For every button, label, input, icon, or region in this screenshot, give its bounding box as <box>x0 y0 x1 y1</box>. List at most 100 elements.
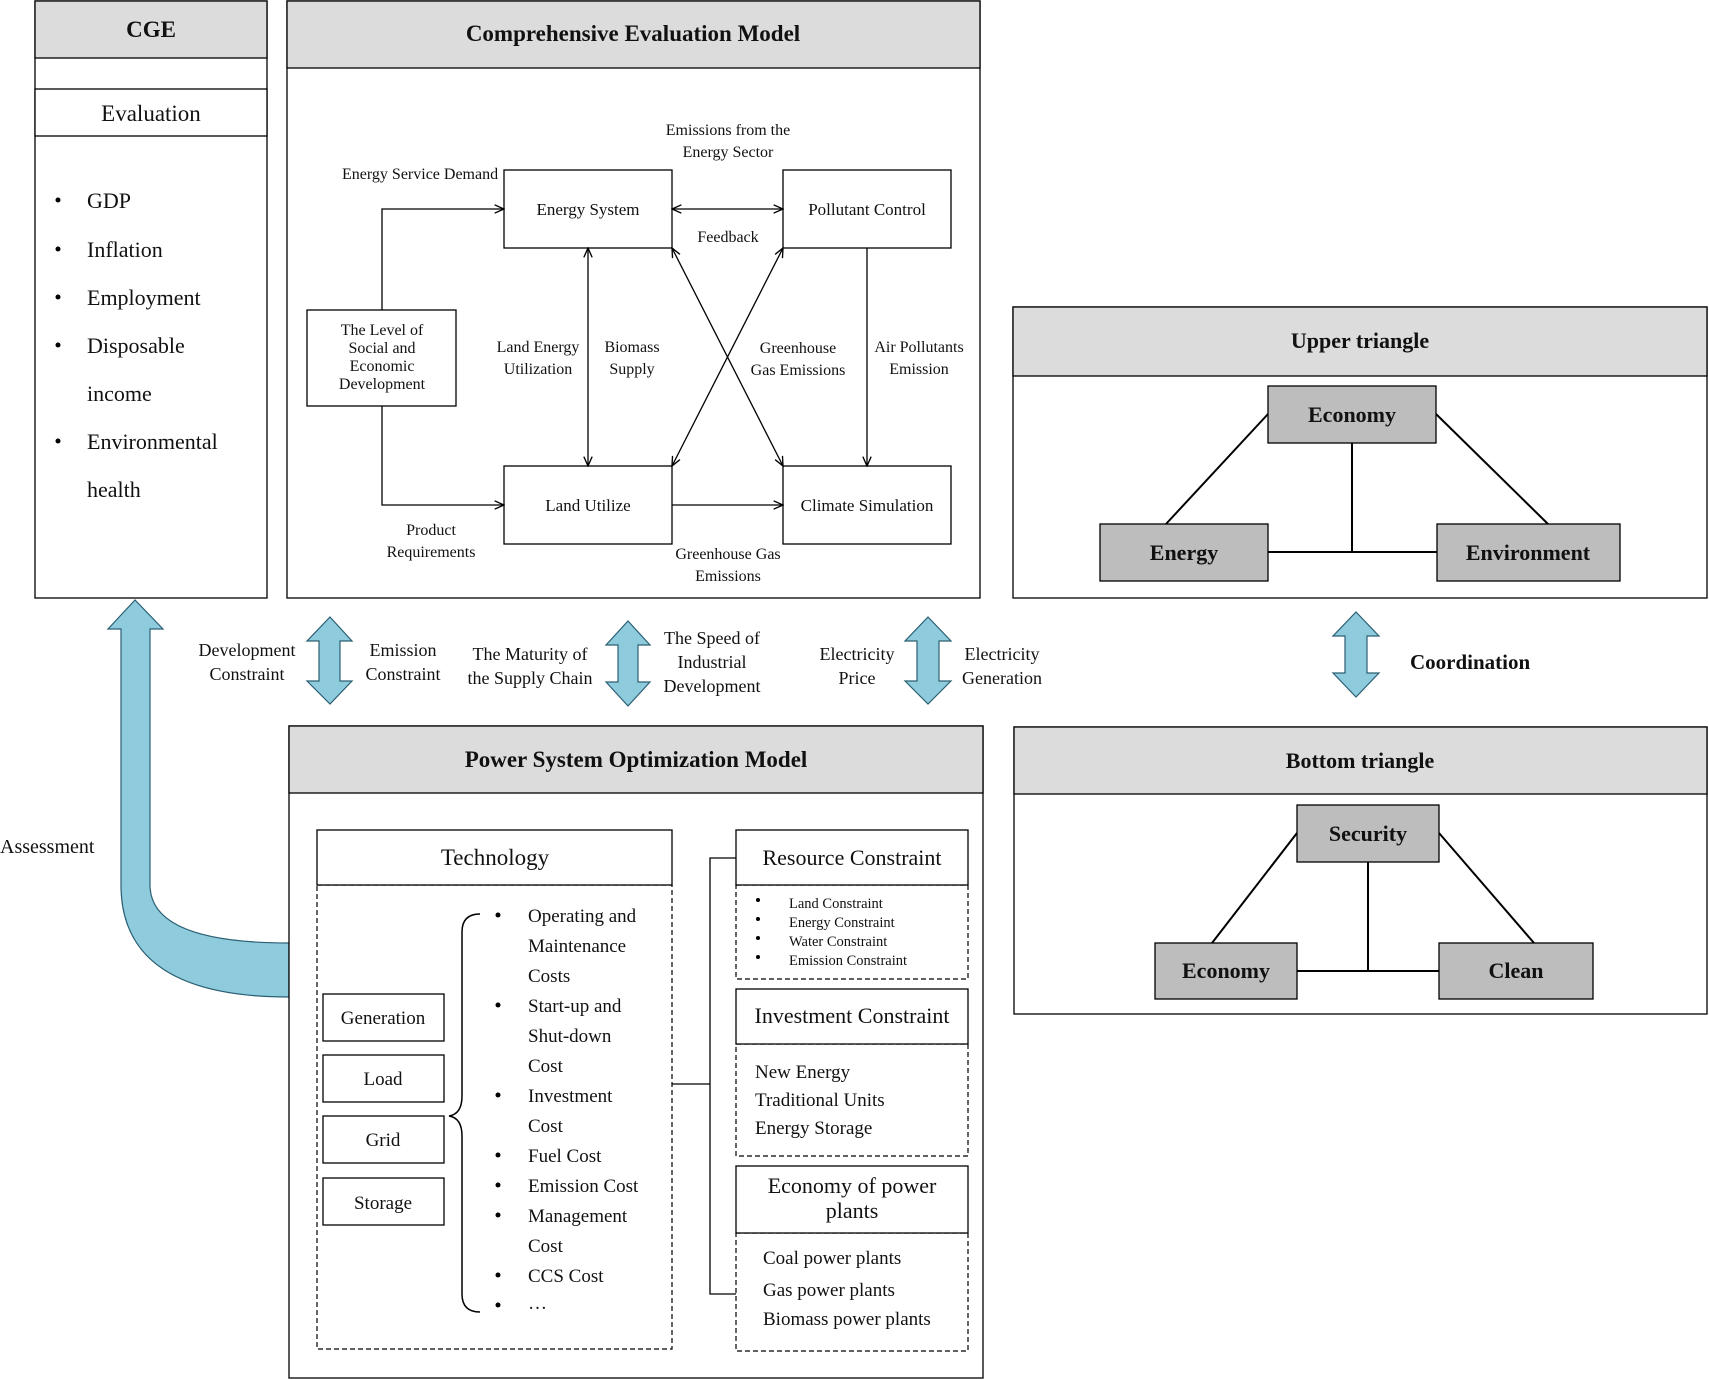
energy-system-box <box>503 169 673 249</box>
upper-economy-label: Economy <box>1308 402 1396 427</box>
cost-management-2: Cost <box>528 1236 564 1257</box>
generation-label: Generation <box>341 1008 426 1029</box>
bullet-icon <box>495 1302 501 1308</box>
cost-management-1: Management <box>528 1206 628 1227</box>
generation-box <box>322 993 445 1042</box>
cost-brace <box>448 913 481 1313</box>
load-box <box>322 1054 445 1103</box>
resource-header <box>735 829 969 886</box>
economy-plants-header <box>735 1165 969 1234</box>
social-dev-line-4: Development <box>339 376 426 393</box>
bottom-economy-node <box>1154 942 1298 1000</box>
upper-triangle-title: Upper triangle <box>1291 328 1430 353</box>
bullet-icon <box>495 1002 501 1008</box>
social-dev-line-2: Social and <box>348 340 415 357</box>
bottom-triangle-title: Bottom triangle <box>1286 748 1435 773</box>
resource-item-land: Land Constraint <box>789 896 883 912</box>
upper-environment-label: Environment <box>1466 540 1591 565</box>
bullet-icon <box>495 912 501 918</box>
ghg-bottom-label-1: Greenhouse Gas <box>675 546 780 563</box>
storage-box <box>322 1177 445 1226</box>
energy-system-label: Energy System <box>536 200 639 219</box>
development-constraint-label-2: Constraint <box>210 664 285 684</box>
cost-ellipsis: … <box>528 1293 547 1314</box>
power-model-header <box>288 725 984 794</box>
upper-energy-label: Energy <box>1150 540 1218 565</box>
cge-item-gdp: GDP <box>87 188 131 213</box>
cost-fuel: Fuel Cost <box>528 1146 602 1167</box>
social-development-box <box>306 309 457 407</box>
cge-title: CGE <box>126 17 176 42</box>
cost-operating-2: Maintenance <box>528 936 626 957</box>
cost-startup-1: Start-up and <box>528 996 622 1017</box>
emission-constraint-label-1: Emission <box>369 640 436 660</box>
technology-header <box>316 829 673 886</box>
evaluation-header <box>34 88 268 137</box>
supply-chain-label-1: The Maturity of <box>473 644 588 664</box>
air-pollutants-label-2: Emission <box>889 361 949 378</box>
assessment-arrow-group: Assessment <box>0 599 290 998</box>
product-requirements-arrow <box>381 406 504 505</box>
cost-investment-2: Cost <box>528 1116 564 1137</box>
bottom-economy-label: Economy <box>1182 958 1270 983</box>
electricity-price-label-2: Price <box>839 668 876 688</box>
upper-environment-node <box>1436 523 1621 582</box>
supply-chain-label-2: the Supply Chain <box>468 668 593 688</box>
bullet-icon <box>55 197 61 203</box>
emissions-energy-label-1: Emissions from the <box>666 122 790 139</box>
comprehensive-title: Comprehensive Evaluation Model <box>466 21 800 46</box>
investment-title: Investment Constraint <box>755 1003 950 1028</box>
cge-item-environmental: Environmental <box>87 429 218 454</box>
land-utilize-label: Land Utilize <box>545 496 630 515</box>
coordination-label: Coordination <box>1410 650 1531 674</box>
bullet-icon <box>756 955 760 959</box>
service-demand-arrow <box>381 209 504 310</box>
bottom-clean-label: Clean <box>1489 958 1544 983</box>
economy-plants-title-1: Economy of power <box>768 1173 937 1198</box>
land-energy-label-1: Land Energy <box>497 339 580 356</box>
upper-triangle-header <box>1012 306 1708 377</box>
biomass-label-1: Biomass <box>604 339 659 356</box>
emissions-energy-label-2: Energy Sector <box>683 144 774 161</box>
social-dev-line-3: Economic <box>350 358 415 375</box>
bullet-icon <box>756 917 760 921</box>
industrial-speed-label-3: Development <box>664 676 761 696</box>
economy-item-gas: Gas power plants <box>763 1280 895 1301</box>
comprehensive-model-panel: Comprehensive Evaluation Model Energy Sy… <box>286 0 981 599</box>
industrial-speed-label-2: Industrial <box>678 652 747 672</box>
cost-emission: Emission Cost <box>528 1176 639 1197</box>
cost-startup-3: Cost <box>528 1056 564 1077</box>
ghg-label-2: Gas Emissions <box>751 362 846 379</box>
bullet-icon <box>495 1212 501 1218</box>
cge-item-income: income <box>87 381 152 406</box>
bullet-icon <box>756 936 760 940</box>
constraints-bracket <box>709 857 736 1295</box>
bottom-triangle-panel: Bottom triangle Security Economy Clean <box>1013 726 1708 1015</box>
electricity-generation-label-2: Generation <box>962 668 1042 688</box>
cost-operating-3: Costs <box>528 966 570 987</box>
supply-chain-double-arrow <box>604 620 652 707</box>
grid-box <box>322 1115 445 1164</box>
cost-operating-1: Operating and <box>528 906 637 927</box>
service-demand-label: Energy Service Demand <box>342 166 498 183</box>
load-label: Load <box>363 1069 403 1090</box>
economy-plants-title-2: plants <box>826 1198 879 1223</box>
climate-simulation-box <box>782 465 952 545</box>
bottom-triangle-header <box>1013 726 1708 795</box>
emission-constraint-label-2: Constraint <box>366 664 441 684</box>
storage-label: Storage <box>354 1193 412 1214</box>
electricity-double-arrow <box>903 616 953 705</box>
resource-item-water: Water Constraint <box>789 934 887 950</box>
comprehensive-header <box>286 0 981 69</box>
bullet-icon <box>55 342 61 348</box>
upper-triangle-panel: Upper triangle Economy Energy Environmen… <box>1012 306 1708 599</box>
social-dev-line-1: The Level of <box>341 322 424 339</box>
pollutant-to-land-arrow <box>672 248 783 466</box>
feedback-label: Feedback <box>697 229 758 246</box>
investment-item-new-energy: New Energy <box>755 1062 851 1083</box>
bullet-icon <box>495 1182 501 1188</box>
development-constraint-label-1: Development <box>199 640 296 660</box>
cge-item-employment: Employment <box>87 285 201 310</box>
power-model-panel: Power System Optimization Model Technolo… <box>288 725 984 1379</box>
